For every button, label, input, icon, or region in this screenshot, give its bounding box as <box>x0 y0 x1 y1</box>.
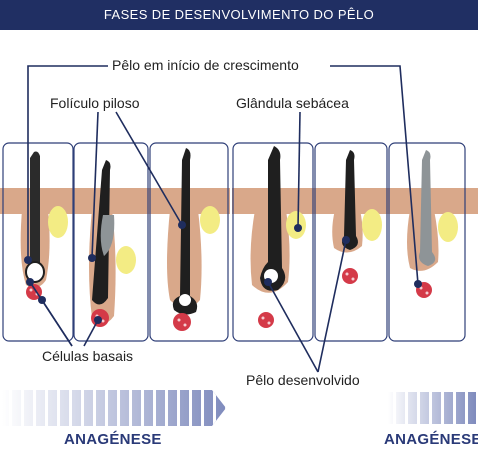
stage-panel-3 <box>149 142 229 342</box>
stage-panel-4 <box>232 142 314 342</box>
stage-panel-5 <box>314 142 388 342</box>
phase-label-right: ANAGÉNESE <box>384 431 478 448</box>
stage-panel-1 <box>2 142 74 342</box>
title-bar <box>0 0 478 30</box>
phase-label-left: ANAGÉNESE <box>64 431 162 448</box>
pointer-lines <box>27 65 419 373</box>
progress-arrow-icon <box>2 390 226 426</box>
diagram-title: FASES DE DESENVOLVIMENTO DO PÊLO <box>103 7 375 22</box>
label-sebaceous-gland: Glândula sebácea <box>236 95 349 111</box>
sebaceous-gland-icon <box>48 206 458 274</box>
stage-panel-2 <box>73 142 149 342</box>
label-early-growth-hair: Pêlo em início de crescimento <box>112 57 299 73</box>
progress-bar-right-icon <box>388 392 476 424</box>
label-basal-cells: Células basais <box>42 348 134 364</box>
pointer-dots <box>24 221 422 324</box>
label-hair-follicle: Folículo piloso <box>50 95 140 111</box>
stage-panel-6 <box>388 142 466 342</box>
label-developed-hair: Pêlo desenvolvido <box>246 372 360 388</box>
